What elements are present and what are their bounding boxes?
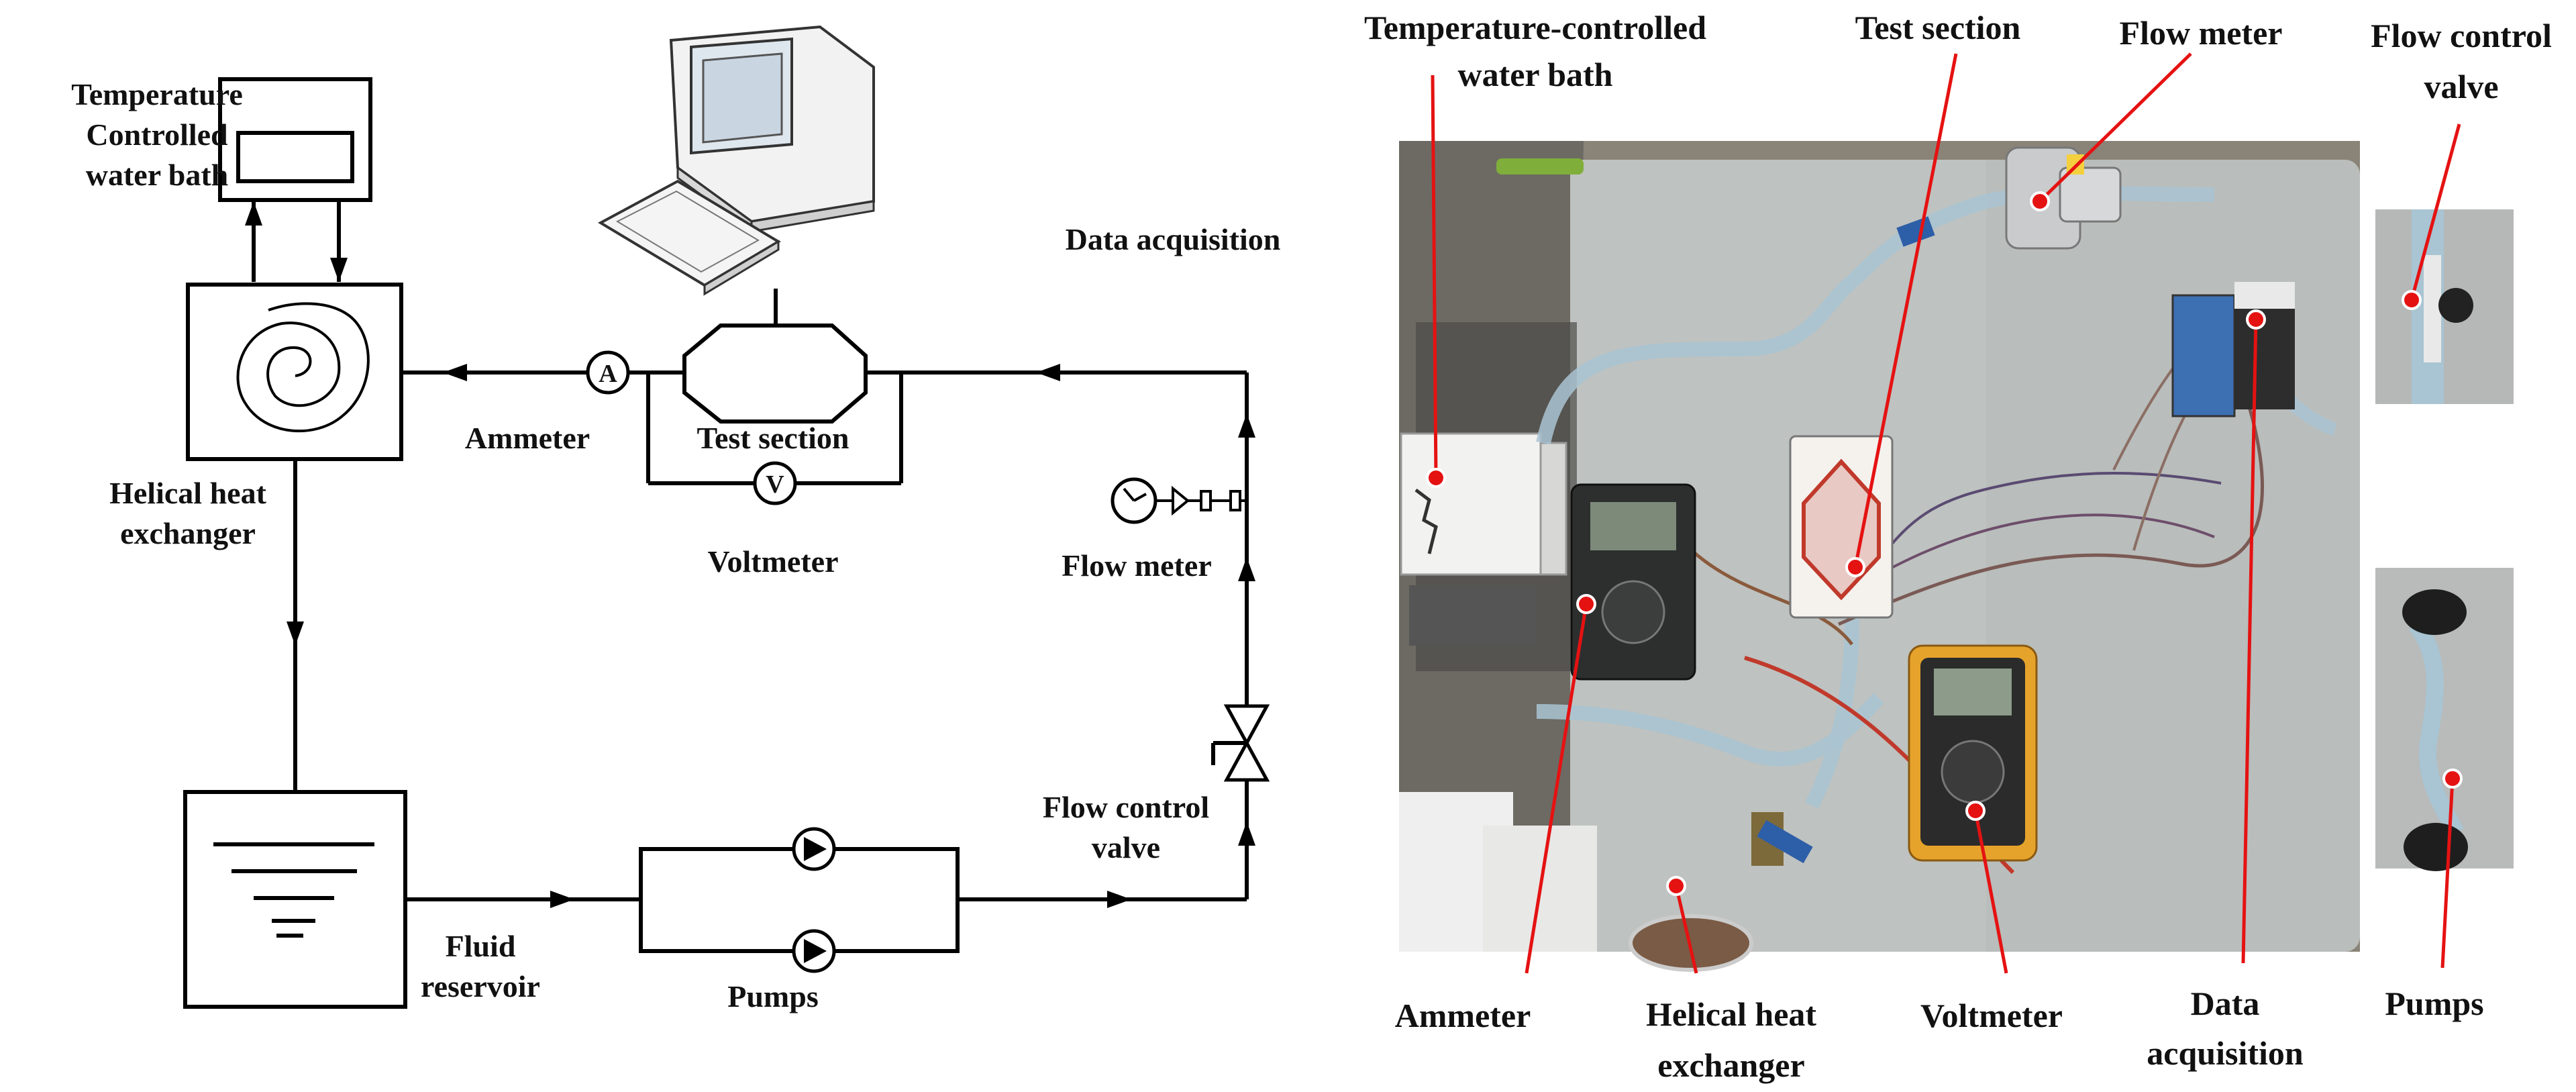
computer-icon: [597, 25, 875, 296]
pumps-symbol: [639, 827, 960, 973]
test-section-symbol: [646, 289, 903, 485]
schematic-label-test-section: Test section: [697, 421, 849, 455]
valve-symbol: [1211, 704, 1270, 782]
photo-label-pumps: Pumps: [2385, 985, 2483, 1022]
schematic-label-voltmeter: Voltmeter: [708, 544, 839, 579]
schematic-label-flow-meter: Flow meter: [1062, 548, 1212, 583]
callout-lines: [1426, 52, 2463, 974]
heat-exchanger-symbol: [186, 283, 403, 461]
schematic-label-data-acquisition: Data acquisition: [1066, 222, 1281, 256]
photo-label-test-section: Test section: [1855, 9, 2021, 46]
schematic-label-pumps: Pumps: [727, 979, 818, 1013]
fluid-reservoir-symbol: [183, 790, 407, 1009]
photo-label-flow-meter: Flow meter: [2120, 14, 2283, 52]
flow-meter-symbol: [1111, 477, 1247, 524]
voltmeter-symbol: V: [753, 461, 797, 505]
water-bath-symbol: [218, 77, 372, 282]
photo-data-acquisition: [2171, 282, 2295, 417]
schematic-label-ammeter: Ammeter: [465, 421, 590, 455]
photo-label-voltmeter: Voltmeter: [1920, 997, 2063, 1034]
ammeter-letter: A: [599, 360, 617, 388]
photo-label-ammeter: Ammeter: [1395, 997, 1531, 1034]
ammeter-symbol: A: [586, 350, 630, 395]
photo-multimeter-yellow: [1908, 644, 2038, 862]
voltmeter-letter: V: [766, 470, 784, 499]
photo-multimeter-black: [1570, 483, 1696, 681]
photo-water-bath: [1400, 432, 1567, 646]
